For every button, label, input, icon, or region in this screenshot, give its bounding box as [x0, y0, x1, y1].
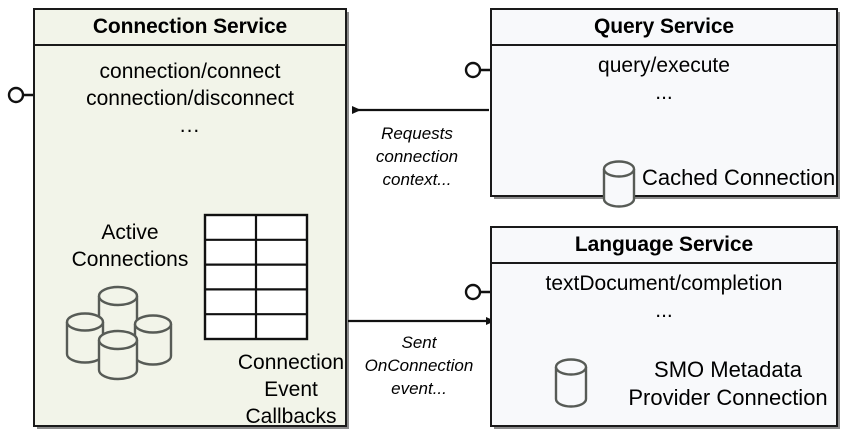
sent-caption-line2: OnConnection [364, 356, 474, 375]
callbacks-line2: Event [264, 378, 318, 401]
requests-caption-line2: connection [375, 147, 459, 166]
connection-service-body: connection/connect connection/disconnect… [35, 46, 345, 428]
query-service-title: Query Service [492, 10, 836, 46]
smo-metadata-provider-connection-label: SMO Metadata Provider Connection [620, 356, 836, 412]
query-service-ellipsis: ... [655, 81, 673, 104]
connector-label-sent-onconnection-event: Sent OnConnection event... [352, 331, 486, 400]
cached-connection-label: Cached Connection [642, 165, 836, 190]
requests-caption-line1: Requests [381, 124, 453, 143]
active-connections-line1: Active [101, 221, 159, 244]
smo-line1: SMO Metadata [654, 357, 802, 382]
component-query-service[interactable]: Query Service query/execute ... Cached C… [490, 8, 838, 208]
connection-event-callbacks-table [203, 213, 309, 341]
operation-textdocument-completion: textDocument/completion [545, 272, 783, 295]
sent-caption-line3: event... [391, 379, 447, 398]
language-service-title: Language Service [492, 228, 836, 264]
database-icon [602, 160, 636, 208]
language-service-ellipsis: ... [655, 299, 673, 322]
connection-service-title: Connection Service [35, 10, 345, 46]
language-service-body: textDocument/completion ... SMO Metadata… [492, 264, 836, 425]
connection-service-ellipsis: ... [179, 114, 201, 137]
active-connections-label: Active Connections [49, 219, 211, 273]
operation-connection-connect: connection/connect [99, 60, 281, 83]
sent-caption-line1: Sent [401, 333, 437, 352]
query-service-operations: query/execute ... [492, 52, 836, 106]
operation-query-execute: query/execute [598, 54, 730, 77]
database-icon [554, 358, 588, 408]
component-language-service[interactable]: Language Service textDocument/completion… [490, 226, 838, 427]
requests-caption-line3: context... [382, 170, 452, 189]
database-cluster-icon [65, 285, 173, 381]
connection-event-callbacks-label: Connection Event Callbacks [213, 349, 369, 430]
query-service-body: query/execute ... Cached Connection [492, 46, 836, 208]
callbacks-line1: Connection [237, 351, 345, 374]
connector-label-requests-connection-context: Requests connection context... [352, 122, 482, 191]
callbacks-line3: Callbacks [245, 405, 337, 428]
language-service-operations: textDocument/completion ... [492, 270, 836, 324]
smo-line2: Provider Connection [628, 385, 828, 410]
connection-service-operations: connection/connect connection/disconnect… [35, 58, 345, 139]
active-connections-line2: Connections [71, 248, 189, 271]
component-connection-service[interactable]: Connection Service connection/connect co… [33, 8, 347, 428]
operation-connection-disconnect: connection/disconnect [86, 87, 294, 110]
